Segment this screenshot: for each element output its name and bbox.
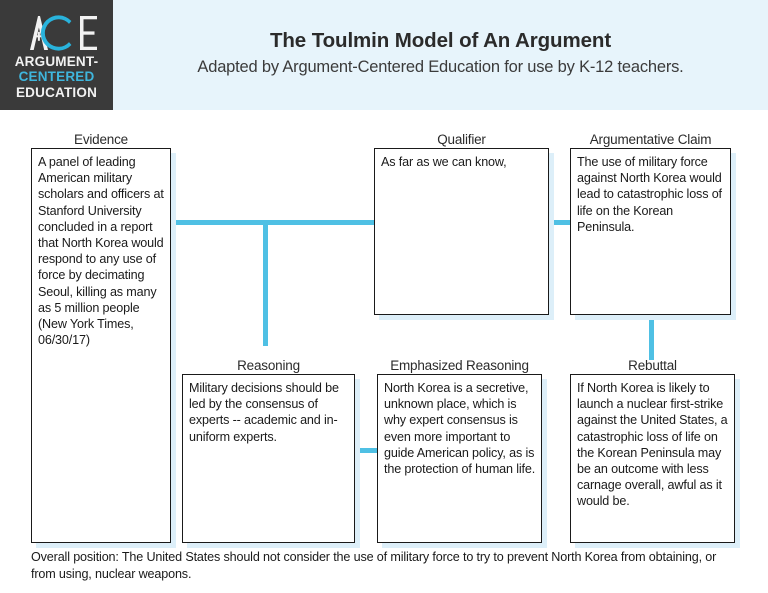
node-label-argumentative-claim: Argumentative Claim xyxy=(589,132,712,147)
overall-position-text: Overall position: The United States shou… xyxy=(31,550,717,581)
node-label-evidence: Evidence xyxy=(74,132,128,147)
node-label-reasoning: Reasoning xyxy=(237,358,300,373)
node-label-emphasized-reasoning: Emphasized Reasoning xyxy=(390,358,529,373)
connector-qualifier-to-claim xyxy=(548,220,570,225)
connector-qualifier-to-reasoning xyxy=(263,224,268,346)
node-label-rebuttal: Rebuttal xyxy=(628,358,677,373)
logo-line-centered: CENTERED xyxy=(18,69,95,85)
node-text-evidence: A panel of leading American military sch… xyxy=(38,155,164,348)
node-text-reasoning: Military decisions should be led by the … xyxy=(189,381,339,444)
node-box-evidence[interactable]: A panel of leading American military sch… xyxy=(31,148,171,543)
node-label-qualifier: Qualifier xyxy=(437,132,486,147)
node-box-emphasized-reasoning[interactable]: North Korea is a secretive, unknown plac… xyxy=(377,374,542,543)
node-text-qualifier: As far as we can know, xyxy=(381,155,507,169)
logo-line-argument: ARGUMENT- xyxy=(14,53,99,69)
page-title: The Toulmin Model of An Argument xyxy=(269,29,612,52)
node-text-rebuttal: If North Korea is likely to launch a nuc… xyxy=(577,381,728,509)
connector-reasoning-to-emphasized xyxy=(355,448,377,453)
connector-claim-to-rebuttal xyxy=(649,314,654,360)
node-box-reasoning[interactable]: Military decisions should be led by the … xyxy=(182,374,355,543)
ace-monogram-icon xyxy=(14,10,100,54)
page-subtitle: Adapted by Argument-Centered Education f… xyxy=(197,58,684,76)
node-text-emphasized-reasoning: North Korea is a secretive, unknown plac… xyxy=(384,381,536,477)
connector-evidence-to-qualifier xyxy=(170,220,374,225)
node-box-argumentative-claim[interactable]: The use of military force against North … xyxy=(570,148,731,315)
node-box-rebuttal[interactable]: If North Korea is likely to launch a nuc… xyxy=(570,374,735,543)
node-box-qualifier[interactable]: As far as we can know, xyxy=(374,148,549,315)
logo-line-education: EDUCATION xyxy=(15,84,98,100)
ace-logo: ARGUMENT- CENTERED EDUCATION xyxy=(0,0,113,110)
node-text-argumentative-claim: The use of military force against North … xyxy=(577,155,722,234)
header-banner xyxy=(113,0,768,110)
